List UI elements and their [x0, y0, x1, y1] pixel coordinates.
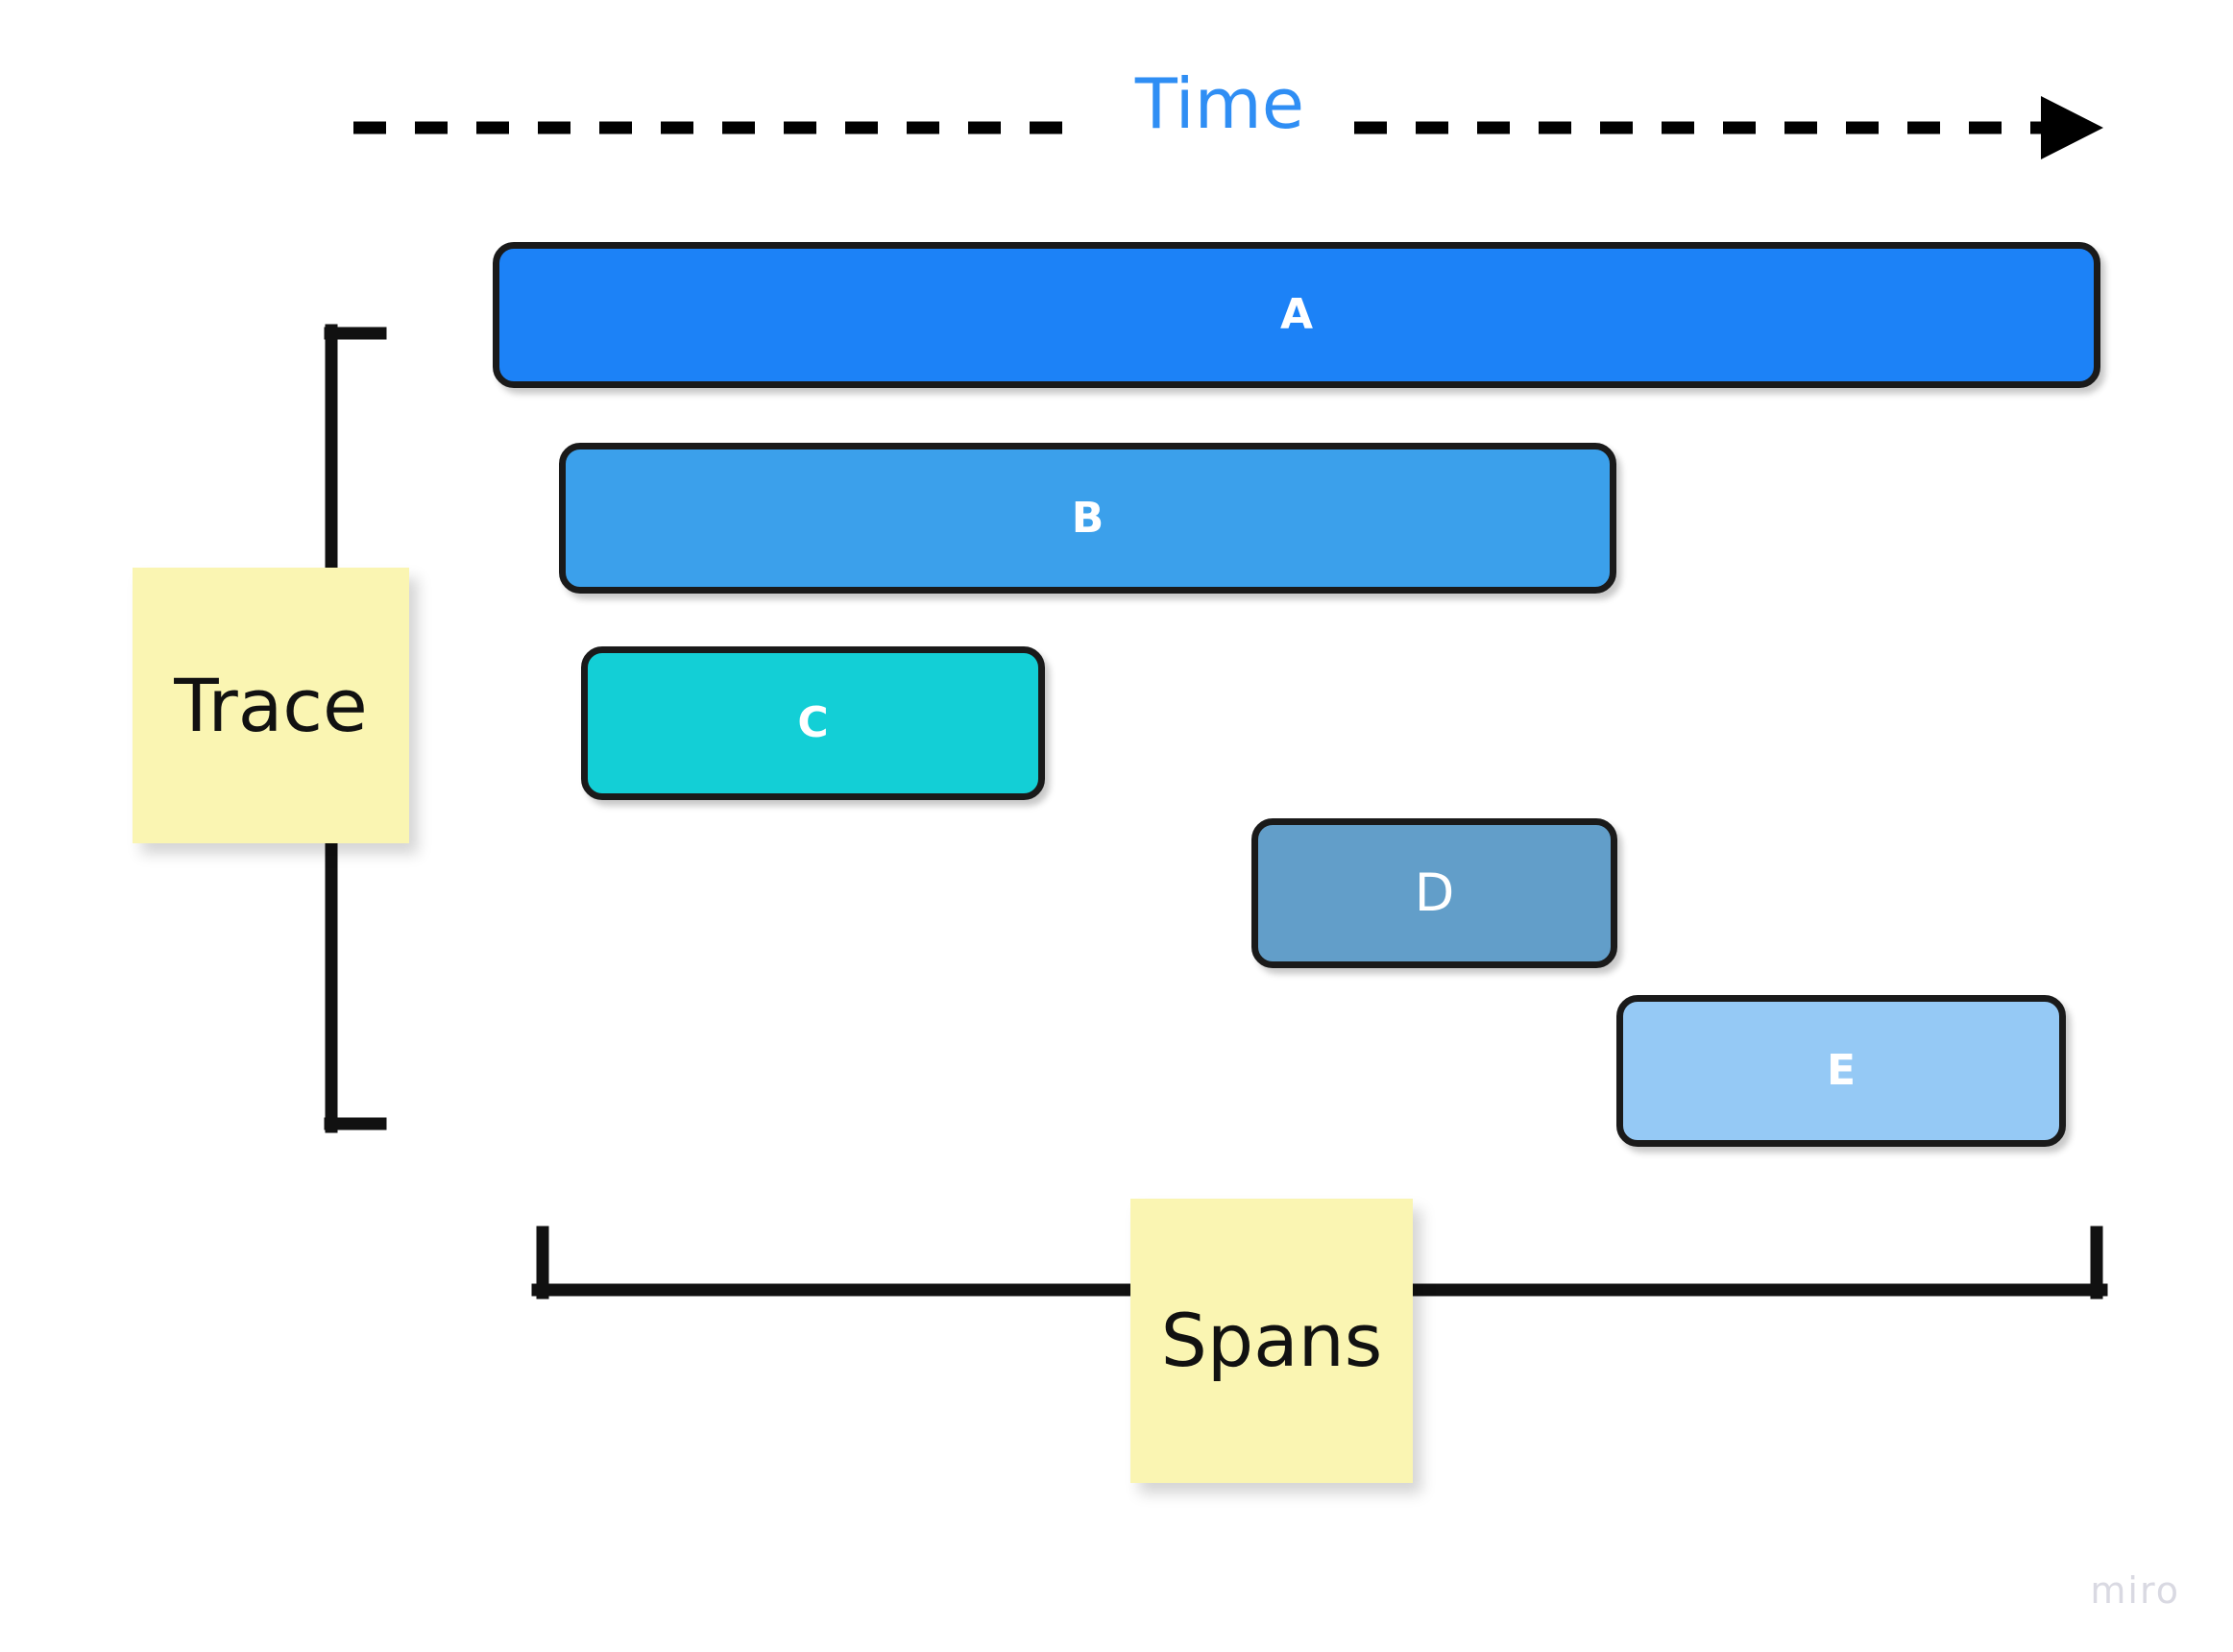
span-label-a: A: [1279, 290, 1314, 339]
sticky-note-spans-label: Spans: [1160, 1298, 1383, 1383]
sticky-note-trace-label: Trace: [174, 662, 368, 748]
span-label-b: B: [1071, 493, 1104, 543]
span-label-d: D: [1414, 862, 1455, 923]
span-bar-a[interactable]: A: [493, 242, 2100, 388]
span-label-c: C: [797, 698, 829, 747]
span-bar-d[interactable]: D: [1251, 818, 1617, 968]
sticky-note-spans[interactable]: Spans: [1130, 1199, 1413, 1483]
arrow-right-icon: [2041, 96, 2103, 159]
span-bar-e[interactable]: E: [1616, 995, 2066, 1147]
time-axis-label: Time: [1134, 63, 1305, 144]
span-bar-c[interactable]: C: [581, 646, 1045, 800]
sticky-note-trace[interactable]: Trace: [133, 568, 409, 843]
miro-watermark: miro: [2090, 1569, 2180, 1612]
span-bar-b[interactable]: B: [559, 443, 1616, 594]
span-label-e: E: [1826, 1046, 1857, 1095]
